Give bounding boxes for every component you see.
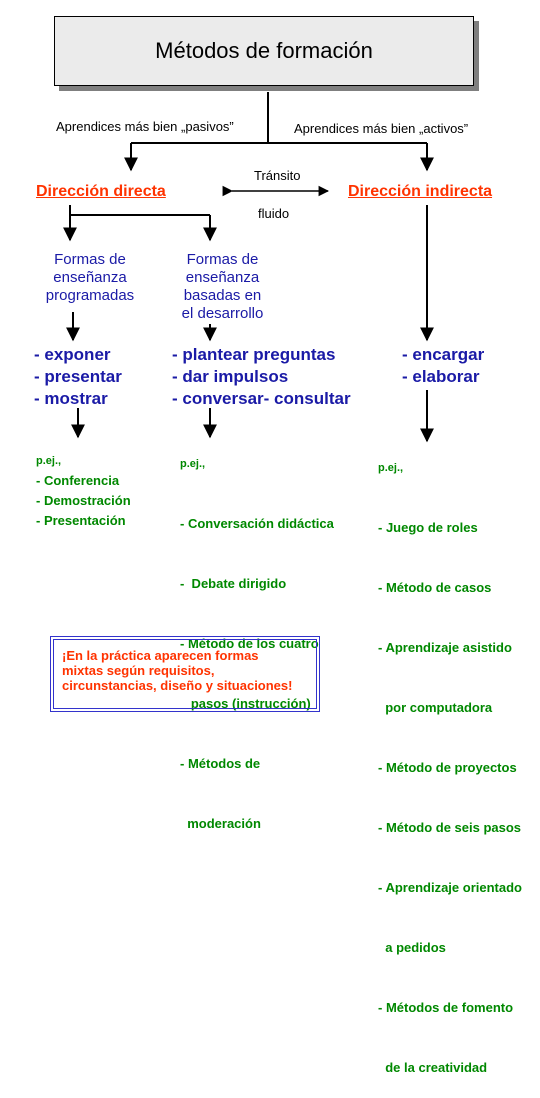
connector-lines <box>63 92 434 443</box>
examples-indirect: - Juego de roles - Método de casos - Apr… <box>378 478 522 1098</box>
forms-programmed-line: programadas <box>45 287 135 304</box>
action-item: - plantear preguntas <box>172 345 336 364</box>
pej-indirect: p.ej., <box>378 462 404 474</box>
forms-programmed-line: Formas de <box>54 251 126 268</box>
actions-indirect: - encargar - elaborar <box>402 344 484 388</box>
action-item: - exponer <box>34 345 111 364</box>
action-item: - encargar <box>402 345 485 364</box>
forms-development-line: Formas de <box>186 251 259 268</box>
example-item: - Aprendizaje orientado <box>378 880 522 895</box>
note-inner: ¡En la práctica aparecen formas mixtas s… <box>53 639 317 709</box>
action-item: - mostrar <box>34 389 108 408</box>
note-line: mixtas según requisitos, <box>62 663 215 678</box>
forms-development-line: basadas en <box>183 287 262 304</box>
label-active: Aprendices más bien „activos” <box>294 121 469 136</box>
forms-development-line: enseñanza <box>185 269 260 286</box>
action-item: - dar impulsos <box>172 367 289 386</box>
example-item: - Método de proyectos <box>378 760 517 775</box>
example-item: - Debate dirigido <box>180 576 287 591</box>
example-item: - Aprendizaje asistido <box>378 640 512 655</box>
action-item: - conversar- consultar <box>172 389 351 408</box>
label-transit-bottom: fluido <box>258 206 290 221</box>
example-item: - Presentación <box>36 513 126 528</box>
example-item: a pedidos <box>378 940 446 955</box>
pej-development: p.ej., <box>180 458 206 470</box>
example-item: - Métodos de <box>180 756 261 771</box>
forms-development-line: el desarrollo <box>181 305 264 322</box>
label-transit-top: Tránsito <box>254 168 301 183</box>
direction-direct: Dirección directa <box>36 183 166 200</box>
note-line: circunstancias, diseño y situaciones! <box>62 678 293 693</box>
note-box: ¡En la práctica aparecen formas mixtas s… <box>50 636 320 712</box>
example-item: - Métodos de fomento <box>378 1000 514 1015</box>
pej-direct: p.ej., <box>36 455 62 467</box>
action-item: - elaborar <box>402 367 480 386</box>
forms-programmed: Formas de enseñanza programadas <box>30 251 150 305</box>
label-passive: Aprendices más bien „pasivos” <box>56 119 234 134</box>
note-line: ¡En la práctica aparecen formas <box>62 648 259 663</box>
examples-direct: - Conferencia - Demostración - Presentac… <box>36 471 131 531</box>
example-item: - Método de casos <box>378 580 492 595</box>
example-item: - Método de seis pasos <box>378 820 522 835</box>
actions-direct: - exponer - presentar - mostrar <box>34 344 122 410</box>
example-item: - Conferencia <box>36 473 120 488</box>
example-item: moderación <box>180 816 261 831</box>
direction-indirect: Dirección indirecta <box>348 183 493 200</box>
forms-development: Formas de enseñanza basadas en el desarr… <box>165 251 280 323</box>
actions-development: - plantear preguntas - dar impulsos - co… <box>172 344 351 410</box>
title-box: Métodos de formación <box>54 16 474 86</box>
example-item: - Juego de roles <box>378 520 478 535</box>
example-item: por computadora <box>378 700 493 715</box>
example-item: pasos (instrucción) <box>180 696 311 711</box>
diagram-title: Métodos de formación <box>155 38 373 63</box>
example-item: - Conversación didáctica <box>180 516 334 531</box>
example-item: de la creatividad <box>378 1060 488 1075</box>
example-item: - Demostración <box>36 493 131 508</box>
forms-programmed-line: enseñanza <box>53 269 127 286</box>
action-item: - presentar <box>34 367 122 386</box>
